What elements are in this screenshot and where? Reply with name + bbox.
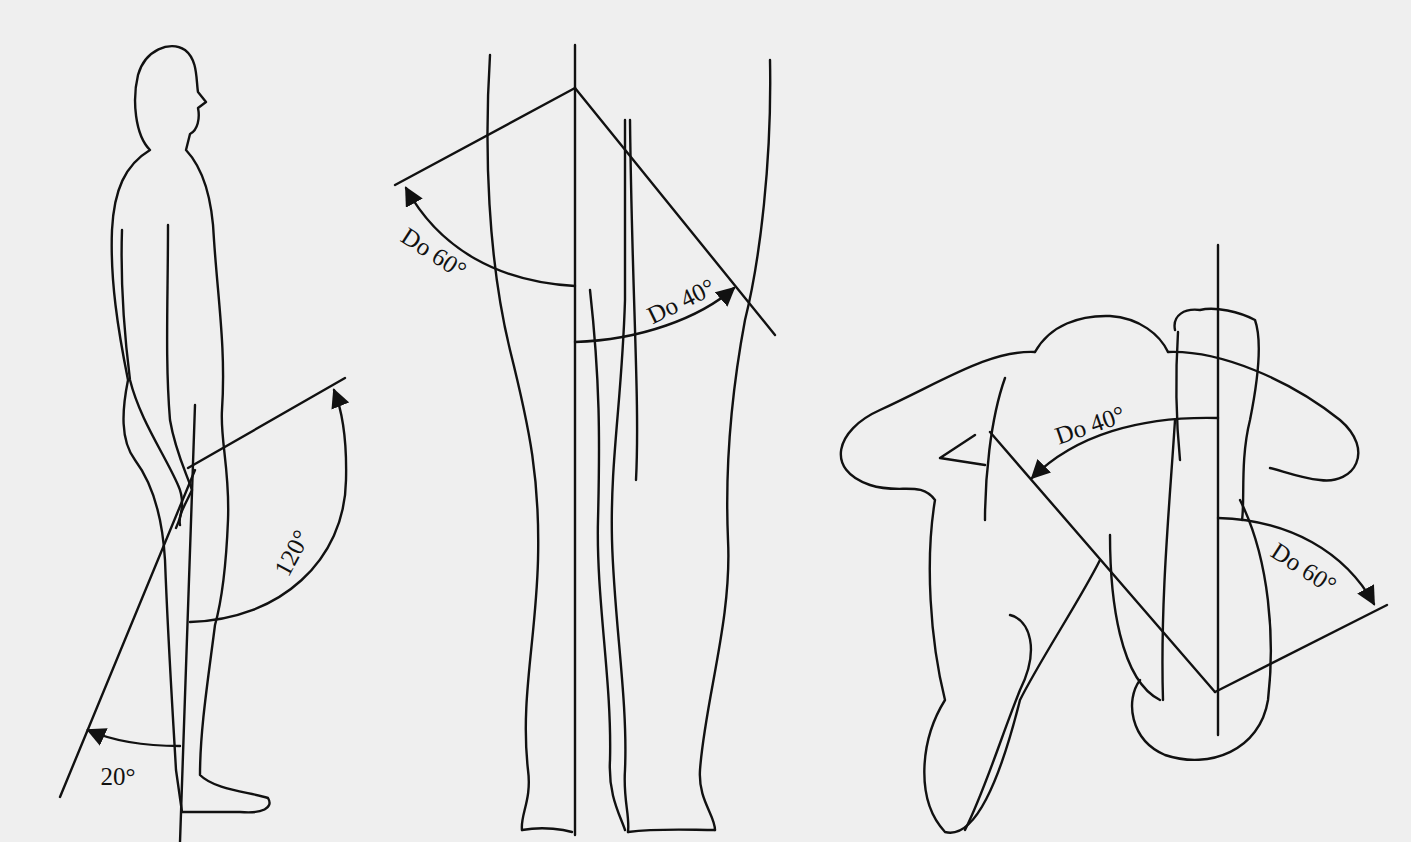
standing-figure: [60, 46, 346, 842]
arm-outline: [122, 230, 183, 528]
flexion-ray: [188, 378, 345, 468]
body-outline: [112, 46, 270, 812]
reference-line: [180, 405, 195, 842]
leg-outline: [612, 120, 629, 832]
adduction-ray: [575, 88, 775, 335]
angle-label: 20°: [101, 764, 136, 789]
forearm: [1176, 332, 1180, 460]
leg-outline: [487, 55, 538, 830]
hand: [167, 225, 192, 525]
flexion-arc: [190, 390, 346, 622]
internal-rotation-ray: [1215, 605, 1387, 692]
external-rotation-ray: [990, 432, 1215, 692]
reference-line: [1217, 245, 1219, 735]
knee-outline: [1132, 500, 1271, 760]
leg-outline: [630, 120, 637, 480]
extension-ray: [60, 470, 195, 797]
thigh-outline: [1110, 420, 1175, 700]
extension-arc: [88, 730, 180, 746]
abduction-ray: [395, 88, 575, 185]
seated-figure: [841, 245, 1387, 833]
leg-outline: [590, 290, 625, 830]
fist: [1175, 309, 1259, 520]
reference-line: [574, 45, 576, 835]
foot: [965, 615, 1031, 830]
arm-outline: [940, 378, 1005, 520]
leg-outline: [700, 60, 770, 830]
foot: [628, 830, 715, 833]
body-outline: [1168, 352, 1358, 481]
rotation-arc: [1218, 518, 1374, 604]
legs-figure: [395, 45, 775, 835]
foot: [522, 828, 572, 832]
head: [1035, 316, 1168, 352]
